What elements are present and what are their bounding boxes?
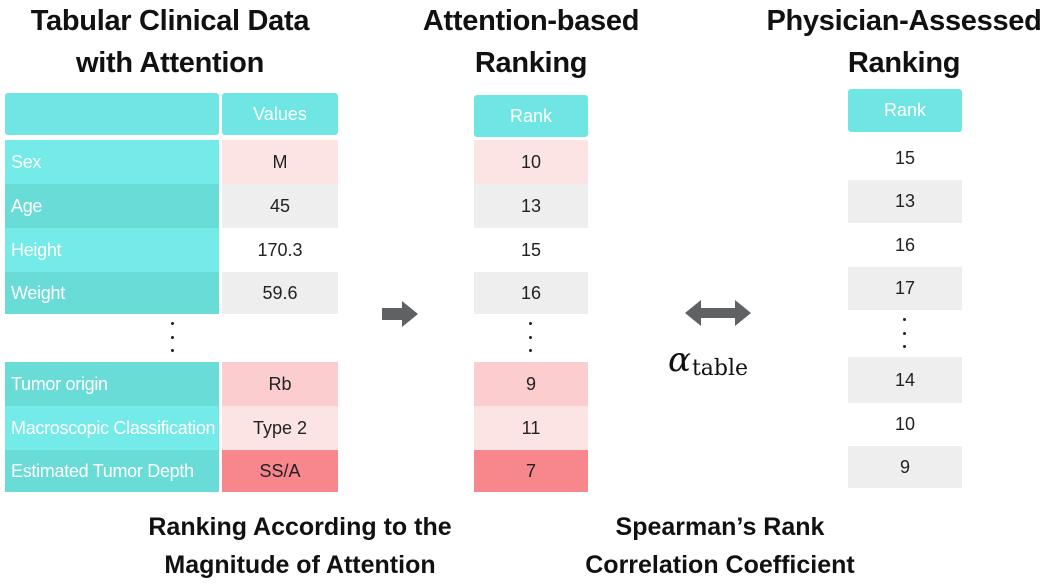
vertical-ellipsis-table xyxy=(170,322,174,352)
alpha-subscript: table xyxy=(691,356,749,381)
attention-rank-cell: 9 xyxy=(474,362,588,406)
title-tabular-line-1: Tabular Clinical Data xyxy=(30,5,310,37)
vertical-ellipsis-attention xyxy=(528,322,532,352)
physician-rank-cell: 14 xyxy=(848,357,962,403)
caption-spearman-line-2: Correlation Coefficient xyxy=(585,551,855,579)
title-attention-ranking: Attention-based Ranking xyxy=(400,0,662,84)
feature-cell-macroscopic-classification: Macroscopic Classification xyxy=(5,406,219,450)
attention-rank-cell: 13 xyxy=(474,184,588,228)
attention-rank-header: Rank xyxy=(474,95,588,137)
title-physician-line-1: Physician-Assessed xyxy=(766,5,1042,37)
feature-header-blank xyxy=(5,93,219,135)
feature-cell-tumor-origin: Tumor origin xyxy=(5,362,219,406)
feature-cell-estimated-tumor-depth: Estimated Tumor Depth xyxy=(5,450,219,492)
caption-spearman: Spearman’s Rank Correlation Coefficient xyxy=(560,508,880,584)
caption-spearman-line-1: Spearman’s Rank xyxy=(615,513,825,541)
caption-attention-magnitude: Ranking According to the Magnitude of At… xyxy=(110,508,490,584)
feature-cell-age: Age xyxy=(5,184,219,228)
attention-rank-cell: 15 xyxy=(474,228,588,272)
physician-rank-cell: 15 xyxy=(848,137,962,180)
feature-cell-sex: Sex xyxy=(5,140,219,184)
value-cell-estimated-tumor-depth: SS/A xyxy=(222,450,338,492)
physician-rank-cell: 9 xyxy=(848,446,962,488)
title-tabular-line-2: with Attention xyxy=(75,47,264,79)
attention-rank-cell: 10 xyxy=(474,140,588,184)
value-cell-tumor-origin: Rb xyxy=(222,362,338,406)
value-cell-age: 45 xyxy=(222,184,338,228)
right-arrow-icon xyxy=(382,301,418,327)
title-physician-line-2: Ranking xyxy=(847,47,961,79)
double-arrow-icon xyxy=(685,300,751,326)
attention-rank-cell: 16 xyxy=(474,272,588,314)
physician-rank-cell: 10 xyxy=(848,403,962,446)
physician-rank-cell: 16 xyxy=(848,223,962,267)
value-cell-sex: M xyxy=(222,140,338,184)
value-cell-height: 170.3 xyxy=(222,228,338,272)
value-cell-macroscopic-classification: Type 2 xyxy=(222,406,338,450)
title-attention-line-2: Ranking xyxy=(474,47,588,79)
title-physician-ranking: Physician-Assessed Ranking xyxy=(760,0,1048,84)
physician-rank-header: Rank xyxy=(848,89,962,132)
feature-cell-weight: Weight xyxy=(5,272,219,314)
feature-cell-height: Height xyxy=(5,228,219,272)
value-cell-weight: 59.6 xyxy=(222,272,338,314)
title-tabular-data: Tabular Clinical Data with Attention xyxy=(0,0,340,84)
caption-attention-line-2: Magnitude of Attention xyxy=(164,551,436,579)
alpha-table-symbol: αtable xyxy=(668,340,749,381)
vertical-ellipsis-physician xyxy=(902,318,906,348)
caption-attention-line-1: Ranking According to the xyxy=(148,513,452,541)
attention-rank-cell: 11 xyxy=(474,406,588,450)
attention-rank-cell: 7 xyxy=(474,450,588,492)
alpha-symbol: α xyxy=(668,340,691,380)
physician-rank-cell: 13 xyxy=(848,180,962,223)
title-attention-line-1: Attention-based xyxy=(422,5,640,37)
physician-rank-cell: 17 xyxy=(848,267,962,310)
values-header: Values xyxy=(222,93,338,135)
